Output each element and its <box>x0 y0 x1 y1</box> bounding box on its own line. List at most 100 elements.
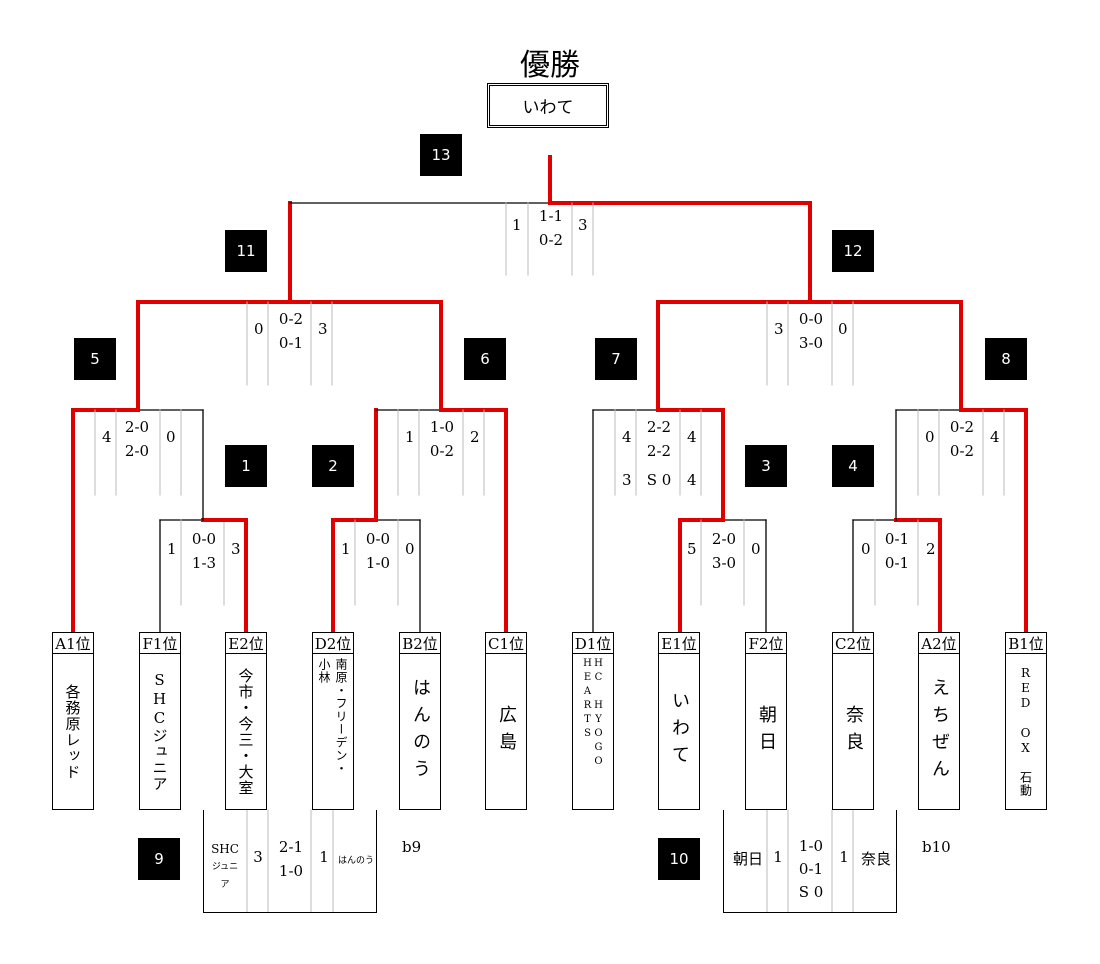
match-number-4: 4 <box>832 445 874 487</box>
m10-score-left: 1 <box>773 848 783 866</box>
period-2: 3-0 <box>711 554 737 572</box>
match-number-5: 5 <box>74 338 116 380</box>
period-1: 2-2 <box>646 418 672 436</box>
team-f2: F2位 朝日 <box>745 632 787 810</box>
m10-team-left: 朝日 <box>732 850 763 868</box>
period-2: 2-0 <box>124 442 150 460</box>
team-seed: A2位 <box>918 632 960 654</box>
team-seed: F1位 <box>139 632 181 654</box>
team-seed: A1位 <box>52 632 94 654</box>
team-name-line: ジュニア <box>211 862 239 890</box>
team-name: 奈良 <box>843 704 864 759</box>
score-m4-left: 0 <box>861 540 871 558</box>
team-e2: E2位 今市・今三・大室 <box>225 632 267 810</box>
score-m13-left: 1 <box>512 216 522 234</box>
period-2: 2-2 <box>646 442 672 460</box>
team-d1: D1位 HC HYOGO HEARTS <box>572 632 614 810</box>
team-b1: B1位 RED OX 石動 <box>1005 632 1047 810</box>
score-m2-left: 1 <box>341 540 351 558</box>
period-2: 1-3 <box>191 554 217 572</box>
score-m6-left: 1 <box>405 428 415 446</box>
period-2: 0-2 <box>949 442 975 460</box>
team-name: 南原・フリーデン・小林 <box>317 658 348 775</box>
period-2: 0-1 <box>884 554 910 572</box>
period-1: 2-1 <box>278 838 304 856</box>
score-m2-right: 0 <box>405 540 415 558</box>
team-name-box: えちぜん <box>918 654 960 810</box>
team-name-box: はんのう <box>399 654 441 810</box>
period-1: 0-1 <box>884 530 910 548</box>
team-seed: D2位 <box>312 632 354 654</box>
team-name-box: 今市・今三・大室 <box>225 654 267 810</box>
score-m2-periods: 0-0 1-0 <box>359 527 397 575</box>
m10-team-right: 奈良 <box>860 850 891 868</box>
team-name-box: いわて <box>658 654 700 810</box>
match-number-8: 8 <box>985 338 1027 380</box>
team-seed: B1位 <box>1005 632 1047 654</box>
score-m12-periods: 0-0 3-0 <box>792 307 830 355</box>
match-number-1: 1 <box>225 445 267 487</box>
score-m7-so-mid: S 0 <box>646 471 672 489</box>
score-m11-left: 0 <box>254 320 264 338</box>
team-name: RED OX 石動 <box>1018 666 1033 797</box>
team-name: 各務原レッド <box>63 683 82 780</box>
score-m3-right: 0 <box>751 540 761 558</box>
score-m8-periods: 0-2 0-2 <box>943 415 981 463</box>
m9-periods: 2-1 1-0 <box>270 835 312 883</box>
champion-box: いわて <box>487 83 609 128</box>
score-m5-right: 0 <box>166 428 176 446</box>
m9-team-right: はんのう <box>337 856 374 866</box>
period-1: 2-0 <box>711 530 737 548</box>
score-m1-periods: 0-0 1-3 <box>185 527 223 575</box>
score-m3-left: 5 <box>687 540 697 558</box>
score-m1-right: 3 <box>231 540 241 558</box>
team-f1: F1位 SHCジュニア <box>139 632 181 810</box>
team-name-box: RED OX 石動 <box>1005 654 1047 810</box>
label-b10: b10 <box>922 838 951 856</box>
period-2: 3-0 <box>798 334 824 352</box>
team-seed: C2位 <box>832 632 874 654</box>
score-m7-so-left: 3 <box>622 471 632 489</box>
period-1: 0-2 <box>278 310 304 328</box>
team-name: 今市・今三・大室 <box>236 667 255 796</box>
team-seed: D1位 <box>572 632 614 654</box>
score-m12-right: 0 <box>838 320 848 338</box>
team-e1: E1位 いわて <box>658 632 700 810</box>
score-m4-right: 2 <box>926 540 936 558</box>
team-name: SHCジュニア <box>150 671 169 792</box>
period-1: 1-0 <box>798 837 824 855</box>
shootout: S 0 <box>798 883 824 901</box>
match-number-7: 7 <box>595 338 637 380</box>
team-seed: E2位 <box>225 632 267 654</box>
period-2: 0-2 <box>429 442 455 460</box>
score-m7-left: 4 <box>622 428 632 446</box>
m9-team-left: SHC ジュニア <box>208 840 242 894</box>
consolation-m9: SHC ジュニア 3 2-1 1-0 1 はんのう <box>203 810 377 913</box>
match-number-2: 2 <box>312 445 354 487</box>
score-m11-periods: 0-2 0-1 <box>272 307 310 355</box>
team-b2: B2位 はんのう <box>399 632 441 810</box>
period-2: 1-0 <box>278 862 304 880</box>
score-m6-periods: 1-0 0-2 <box>423 415 461 463</box>
score-m8-left: 0 <box>925 428 935 446</box>
score-m5-left: 4 <box>102 428 112 446</box>
period-1: 0-0 <box>798 310 824 328</box>
team-name-box: 南原・フリーデン・小林 <box>312 654 354 810</box>
team-a2: A2位 えちぜん <box>918 632 960 810</box>
period-2: 1-0 <box>365 554 391 572</box>
consolation-m10: 朝日 1 1-0 0-1 S 0 1 奈良 <box>723 810 897 913</box>
team-d2: D2位 南原・フリーデン・小林 <box>312 632 354 810</box>
score-m7-periods: 2-2 2-2 <box>640 415 678 463</box>
team-name-box: HC HYOGO HEARTS <box>572 654 614 810</box>
match-number-12: 12 <box>832 230 874 272</box>
match-number-10: 10 <box>658 838 700 880</box>
match-number-3: 3 <box>745 445 787 487</box>
team-name-line: SHC <box>211 842 239 856</box>
score-m13-periods: 1-1 0-2 <box>532 204 570 252</box>
score-m8-right: 4 <box>990 428 1000 446</box>
team-name-box: 朝日 <box>745 654 787 810</box>
team-seed: F2位 <box>745 632 787 654</box>
team-c1: C1位 広島 <box>485 632 527 810</box>
team-name-box: 奈良 <box>832 654 874 810</box>
